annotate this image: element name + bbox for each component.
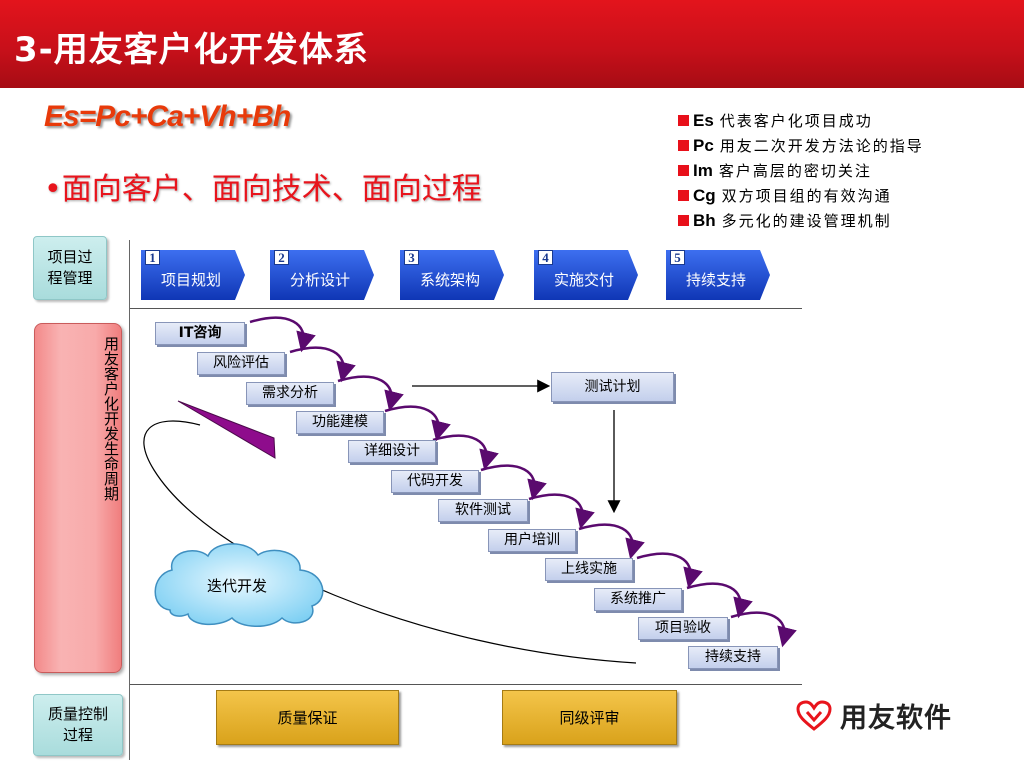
- chevron-arrow-icon: [141, 250, 245, 300]
- legend-item: Cg 双方项目组的有效沟通: [678, 183, 924, 208]
- legend-key: Es: [693, 110, 714, 130]
- phase-label: 分析设计: [289, 271, 350, 289]
- red-square-icon: [678, 115, 689, 126]
- peer-review-box: 同级评审: [502, 690, 677, 745]
- quality-assurance-box: 质量保证: [216, 690, 399, 745]
- step-it-consulting: IT咨询: [155, 322, 245, 345]
- phase-label: 系统架构: [419, 271, 480, 289]
- step-label: IT咨询: [178, 325, 222, 341]
- project-process-label: 项目过程管理: [47, 248, 93, 287]
- legend-item: Pc 用友二次开发方法论的指导: [678, 133, 924, 158]
- chevron-arrow-icon: [666, 250, 770, 300]
- step-training: 用户培训: [488, 529, 576, 552]
- legend-item: Es 代表客户化项目成功: [678, 108, 924, 133]
- iterative-dev-label: 迭代开发: [206, 577, 267, 595]
- step-label: 软件测试: [455, 502, 511, 518]
- divider-bottom: [130, 684, 802, 685]
- step-modeling: 功能建模: [296, 411, 384, 434]
- legend-item: Im 客户高层的密切关注: [678, 158, 924, 183]
- iteration-arc: [143, 420, 637, 664]
- orientation-bullet: •面向客户、面向技术、面向过程: [44, 172, 482, 207]
- legend-text: 多元化的建设管理机制: [721, 212, 892, 230]
- lifecycle-box: 用友客户化开发生命周期: [34, 323, 122, 673]
- step-label: 功能建模: [312, 414, 368, 430]
- legend-key: Cg: [693, 185, 716, 205]
- phase-label: 持续支持: [685, 271, 746, 289]
- wedge-icon: [177, 400, 276, 459]
- step-label: 风险评估: [213, 355, 269, 371]
- legend-text: 客户高层的密切关注: [718, 162, 872, 180]
- legend-key: Pc: [693, 135, 714, 155]
- step-risk-assessment: 风险评估: [197, 352, 285, 375]
- step-arrows: [249, 316, 797, 648]
- peer-review-label: 同级评审: [559, 709, 620, 727]
- step-label: 需求分析: [262, 385, 318, 401]
- phase-3: 3 系统架构: [400, 250, 504, 300]
- step-label: 系统推广: [610, 591, 666, 607]
- quality-assurance-label: 质量保证: [277, 709, 338, 727]
- step-coding: 代码开发: [391, 470, 479, 493]
- quality-process-label: 质量控制过程: [47, 705, 108, 744]
- phase-number: 2: [274, 250, 289, 265]
- quality-process-box: 质量控制过程: [33, 694, 123, 756]
- divider-top: [130, 308, 802, 309]
- step-requirements: 需求分析: [246, 382, 334, 405]
- phase-4: 4 实施交付: [534, 250, 638, 300]
- cloud-icon: [154, 543, 324, 627]
- chevron-arrow-icon: [534, 250, 638, 300]
- logo-text: 用友软件: [840, 703, 952, 734]
- phase-label: 项目规划: [160, 271, 221, 289]
- step-label: 代码开发: [407, 473, 463, 489]
- step-testing: 软件测试: [438, 499, 528, 522]
- phase-2: 2 分析设计: [270, 250, 374, 300]
- heart-logo-icon: [796, 699, 832, 731]
- step-label: 详细设计: [364, 443, 420, 459]
- red-square-icon: [678, 140, 689, 151]
- red-square-icon: [678, 165, 689, 176]
- test-plan-box: 测试计划: [551, 372, 674, 402]
- phase-number: 5: [670, 250, 685, 265]
- project-process-box: 项目过程管理: [33, 236, 107, 300]
- phase-number: 3: [404, 250, 419, 265]
- red-square-icon: [678, 190, 689, 201]
- legend-item: Bh 多元化的建设管理机制: [678, 208, 924, 233]
- step-go-live: 上线实施: [545, 558, 633, 581]
- red-square-icon: [678, 215, 689, 226]
- phase-5: 5 持续支持: [666, 250, 770, 300]
- step-detailed-design: 详细设计: [348, 440, 436, 463]
- success-formula: Es=Pc+Ca+Vh+Bh: [44, 100, 291, 133]
- phase-label: 实施交付: [553, 271, 614, 289]
- test-plan-label: 测试计划: [584, 379, 641, 395]
- step-continued-support: 持续支持: [688, 646, 778, 669]
- step-label: 用户培训: [504, 532, 560, 548]
- phase-number: 4: [538, 250, 553, 265]
- step-label: 持续支持: [705, 649, 761, 665]
- phase-number: 1: [145, 250, 160, 265]
- step-rollout: 系统推广: [594, 588, 682, 611]
- title-bar: 3-用友客户化开发体系: [0, 0, 1024, 88]
- legend: Es 代表客户化项目成功 Pc 用友二次开发方法论的指导 Im 客户高层的密切关注 C…: [678, 108, 924, 233]
- chevron-arrow-icon: [270, 250, 374, 300]
- step-label: 上线实施: [561, 561, 617, 577]
- legend-key: Im: [693, 160, 713, 180]
- lifecycle-label: 用友客户化开发生命周期: [102, 336, 120, 501]
- step-label: 项目验收: [655, 620, 711, 636]
- chevron-arrow-icon: [400, 250, 504, 300]
- legend-key: Bh: [693, 210, 716, 230]
- step-acceptance: 项目验收: [638, 617, 728, 640]
- company-logo: 用友软件: [796, 696, 952, 735]
- legend-text: 用友二次开发方法论的指导: [719, 137, 924, 155]
- divider-vertical: [129, 240, 130, 760]
- legend-text: 双方项目组的有效沟通: [721, 187, 892, 205]
- page-title: 3-用友客户化开发体系: [14, 30, 369, 70]
- legend-text: 代表客户化项目成功: [719, 112, 873, 130]
- phase-1: 1 项目规划: [141, 250, 245, 300]
